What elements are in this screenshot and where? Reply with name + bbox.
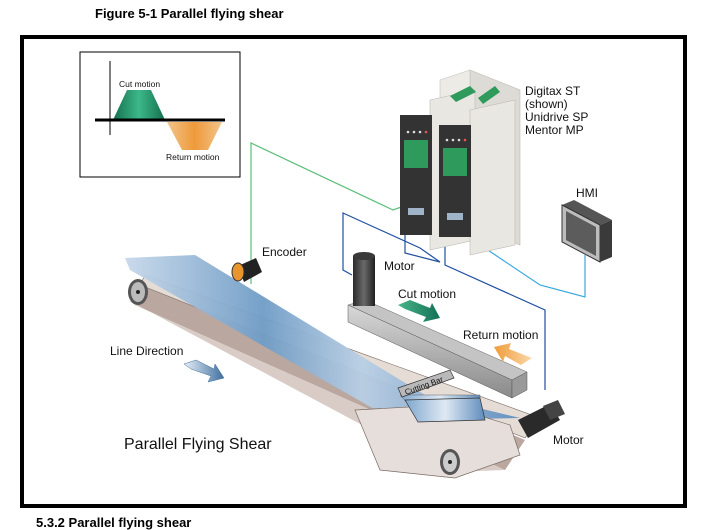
cut-motion-trapezoid bbox=[113, 90, 165, 120]
motor-bottom-label: Motor bbox=[553, 433, 584, 447]
cut-motion-label: Cut motion bbox=[398, 287, 456, 301]
inset-return-label: Return motion bbox=[166, 152, 220, 162]
hmi-device bbox=[561, 200, 612, 263]
line-direction-label: Line Direction bbox=[110, 344, 183, 358]
figure-title: Figure 5-1 Parallel flying shear bbox=[95, 6, 284, 21]
return-motion-arrow bbox=[494, 343, 532, 365]
drive-front-panel bbox=[439, 125, 471, 237]
motor-bottom bbox=[518, 400, 565, 438]
inset-border bbox=[79, 51, 241, 178]
wiring bbox=[250, 142, 586, 390]
motor-top bbox=[353, 256, 375, 306]
cut-motion-arrow bbox=[398, 300, 440, 322]
return-motion-trapezoid bbox=[167, 122, 222, 150]
encoder-label: Encoder bbox=[262, 245, 307, 259]
line-direction-arrow bbox=[183, 359, 225, 383]
motion-profile-inset: Cut motion Return motion bbox=[79, 51, 241, 178]
inset-cut-label: Cut motion bbox=[119, 79, 160, 89]
cutting-bar bbox=[397, 369, 455, 398]
encoder-wire bbox=[250, 142, 405, 284]
drive-front-panel bbox=[400, 115, 432, 235]
hmi-label: HMI bbox=[576, 186, 598, 200]
motor-top-wire bbox=[342, 212, 441, 276]
hmi-wire bbox=[457, 229, 586, 298]
motor-bottom-wire bbox=[444, 230, 546, 390]
drive-connector-icon bbox=[450, 86, 476, 102]
drive-units bbox=[400, 69, 521, 256]
drives-label: Digitax ST (shown) Unidrive SP Mentor MP bbox=[525, 84, 591, 137]
motor-top-label: Motor bbox=[384, 259, 415, 273]
hmi-screen bbox=[566, 211, 596, 256]
drive-logo-panel bbox=[443, 148, 467, 176]
drive-connector-icon bbox=[478, 86, 500, 104]
diagram-caption: Parallel Flying Shear bbox=[124, 436, 272, 453]
material-sheet bbox=[125, 255, 520, 420]
return-motion-label: Return motion bbox=[463, 328, 538, 342]
drive-logo-panel bbox=[404, 140, 428, 168]
conveyor bbox=[125, 255, 541, 479]
linear-axis bbox=[347, 252, 528, 399]
encoder-device bbox=[231, 258, 262, 282]
